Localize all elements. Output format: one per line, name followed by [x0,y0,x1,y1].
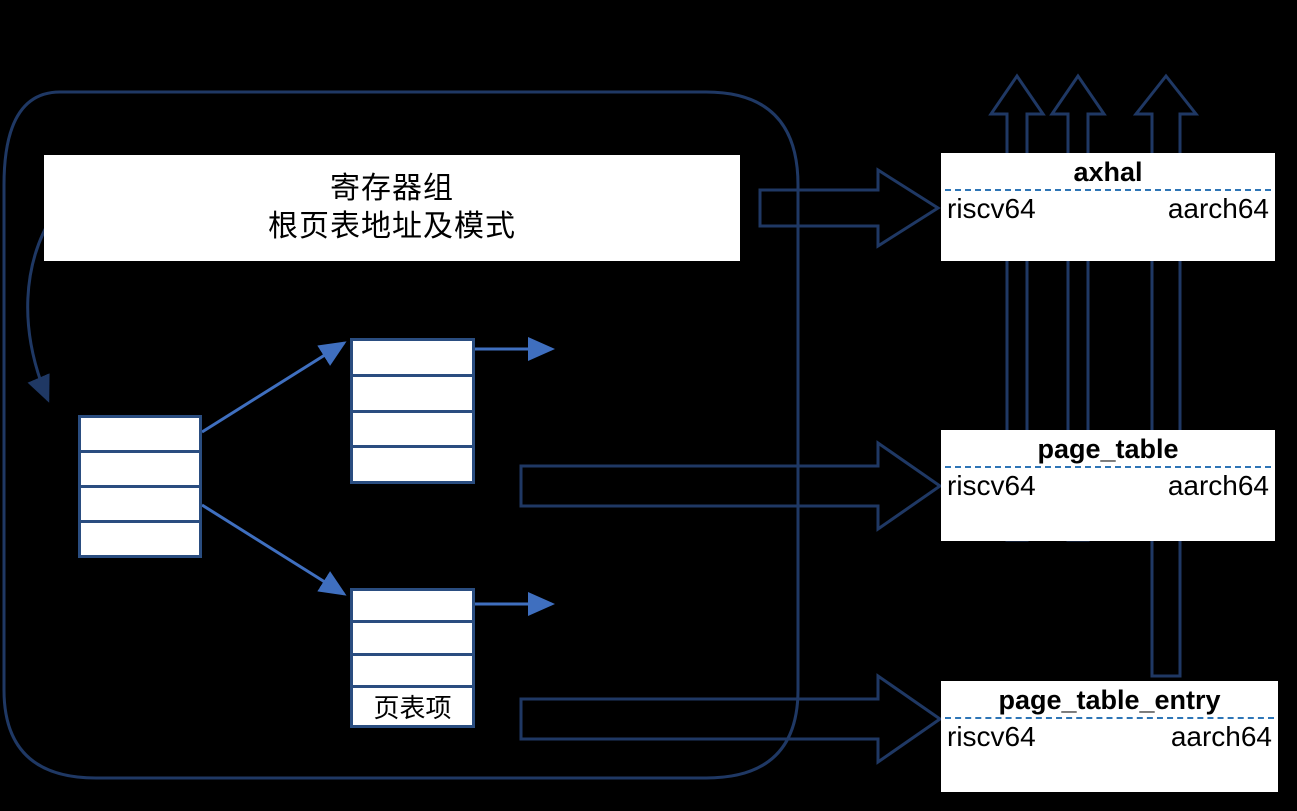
module-title: page_table_entry [998,685,1221,715]
module-title: axhal [1073,157,1143,187]
arch-label-riscv64: riscv64 [947,721,1036,752]
module-panel-page-table: page_table riscv64 aarch64 [941,430,1275,541]
table-row [81,453,199,488]
register-group-box: 寄存器组 根页表地址及模式 [44,155,740,261]
table-row [353,412,472,449]
module-divider [945,717,1274,719]
table-row [81,523,199,555]
register-group-line2: 根页表地址及模式 [268,210,516,243]
module-panel-page-table-entry: page_table_entry riscv64 aarch64 [941,681,1278,792]
rounded-boundary [2,90,800,780]
table-row-page-table-entry-label: 页表项 [353,687,472,725]
arch-label-aarch64: aarch64 [1170,721,1272,752]
table-row [353,591,472,624]
arch-label-aarch64: aarch64 [1167,470,1269,501]
table-row [353,623,472,656]
arch-label-riscv64: riscv64 [947,193,1036,224]
arrow-root-to-third-level [201,503,347,596]
block-arrow-page-table [519,440,943,532]
table-row [353,448,472,481]
arch-label-riscv64: riscv64 [947,470,1036,501]
module-arch-list: riscv64 aarch64 [941,470,1275,503]
table-row [353,341,472,377]
arch-label-aarch64: aarch64 [1167,193,1269,224]
module-panel-axhal: axhal riscv64 aarch64 [941,153,1275,261]
table-row [353,376,472,413]
block-arrow-axhal [758,167,941,249]
root-page-table [78,415,202,558]
arrow-root-to-second-level [201,341,347,434]
third-level-page-table: 页表项 [350,588,475,728]
table-row [81,488,199,523]
module-title: page_table [1037,434,1179,464]
table-row [353,655,472,688]
table-row [81,418,199,453]
register-group-line1: 寄存器组 [330,171,454,205]
up-arrow-right [1132,73,1200,678]
module-divider [945,189,1271,191]
second-level-page-table [350,338,475,484]
module-arch-list: riscv64 aarch64 [941,721,1278,754]
module-arch-list: riscv64 aarch64 [941,193,1275,226]
module-divider [945,466,1271,468]
block-arrow-page-table-entry [519,673,943,765]
